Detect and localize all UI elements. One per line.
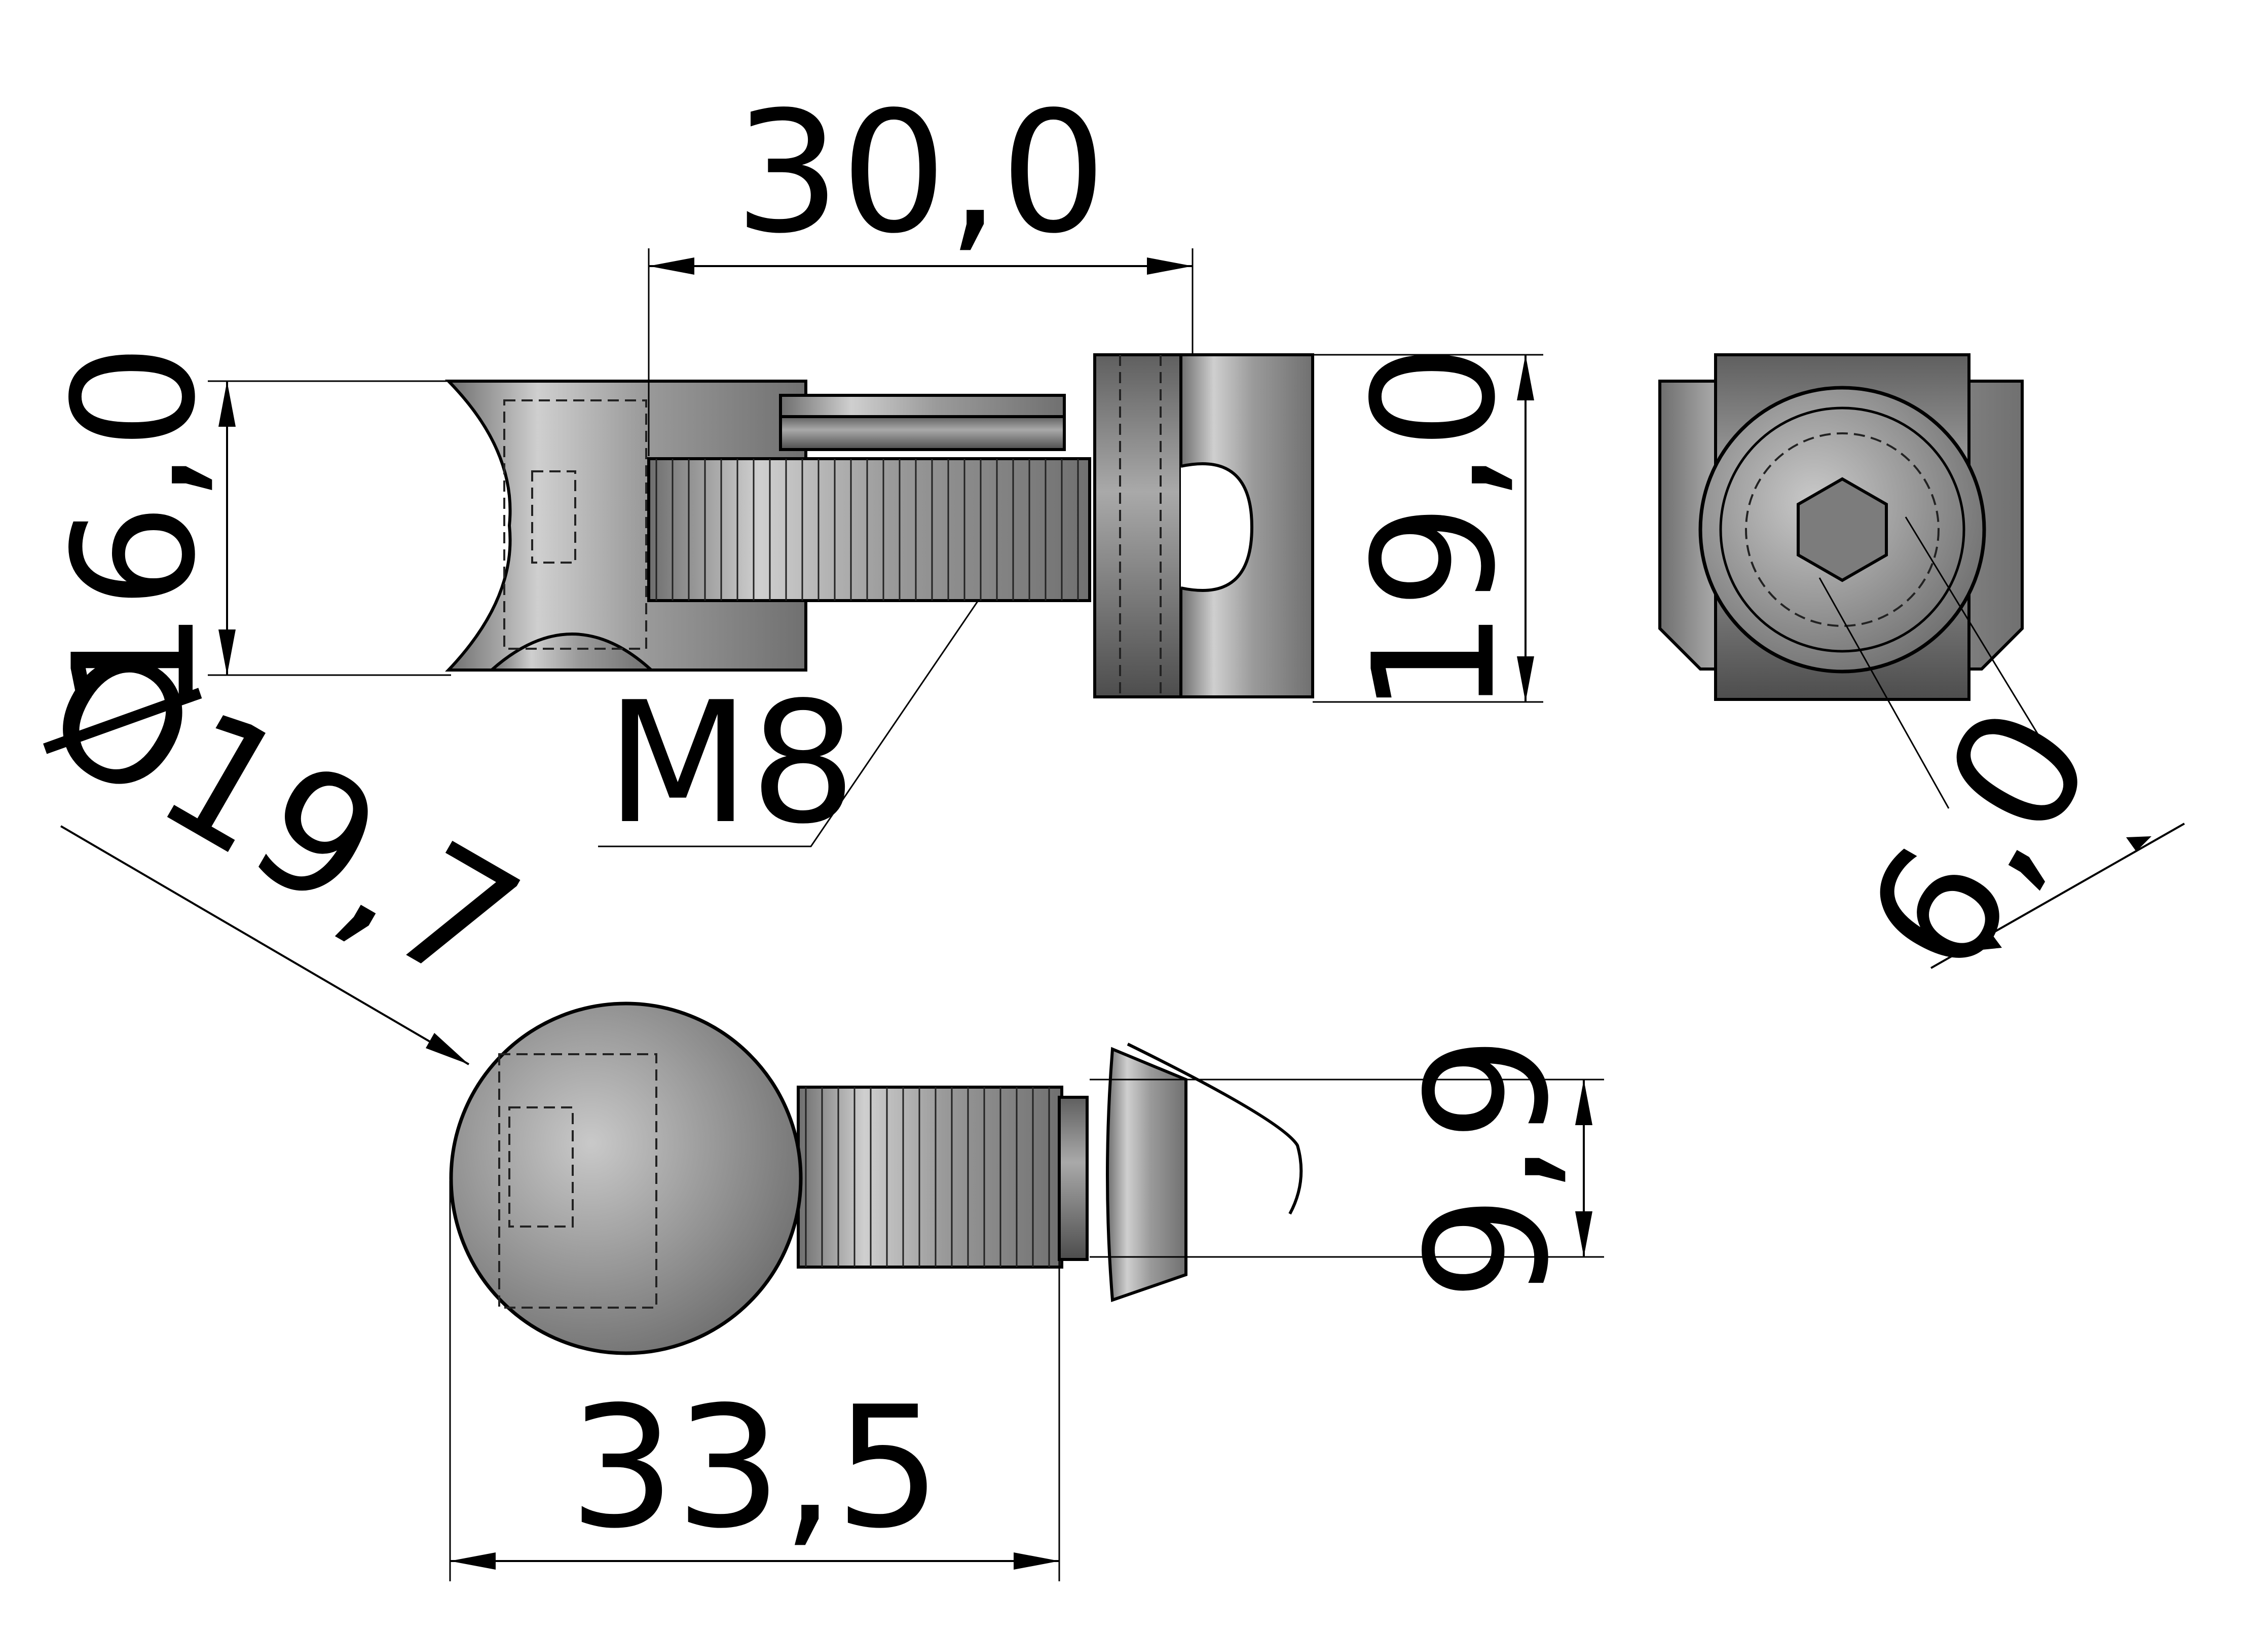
top-tab-shadow	[779, 415, 1066, 451]
end-ring	[1719, 406, 1965, 653]
dim-30-label: 30,0	[734, 76, 1107, 270]
dim-left-height: 16,0	[38, 344, 451, 716]
ball-head	[449, 1001, 803, 1355]
hidden-socket	[503, 399, 647, 650]
ball-hidden-socket	[498, 1053, 657, 1309]
hidden-hex	[531, 470, 576, 564]
dim-bottom-height: 9,9	[1090, 1035, 1604, 1302]
threaded-shaft	[647, 457, 1091, 602]
top-view	[449, 1001, 1303, 1355]
hex-socket	[1797, 477, 1888, 582]
dim-right-height: 19,0	[1313, 344, 1543, 716]
m8-leader	[598, 600, 979, 847]
bottom-shaft	[797, 1086, 1063, 1269]
neck	[1058, 1096, 1089, 1261]
dim-19-label: 19,0	[1337, 344, 1532, 716]
nut-plate	[1093, 353, 1182, 698]
thread-lines	[655, 459, 1079, 601]
dim-top-width: 30,0	[648, 76, 1194, 456]
top-tab	[779, 394, 1066, 418]
dim-16-label: 16,0	[38, 344, 232, 716]
ball-hidden-hex	[508, 1106, 574, 1228]
clip-head	[1106, 1047, 1187, 1303]
nut-cutout	[1180, 462, 1254, 592]
dim-bottom-length: 33,5	[449, 1181, 1060, 1581]
bottom-arc	[488, 633, 655, 672]
bottom-thread-lines	[805, 1087, 1050, 1267]
side-view	[444, 353, 1314, 847]
end-view	[1658, 353, 2049, 809]
end-hidden-ring	[1745, 432, 1940, 627]
dim-9-label: 9,9	[1391, 1035, 1585, 1302]
dim-33-label: 33,5	[569, 1370, 942, 1565]
dim-hex: 6,0	[1829, 677, 2185, 1005]
thread-label: M8	[606, 666, 857, 861]
dim-6-label: 6,0	[1829, 677, 2131, 1005]
